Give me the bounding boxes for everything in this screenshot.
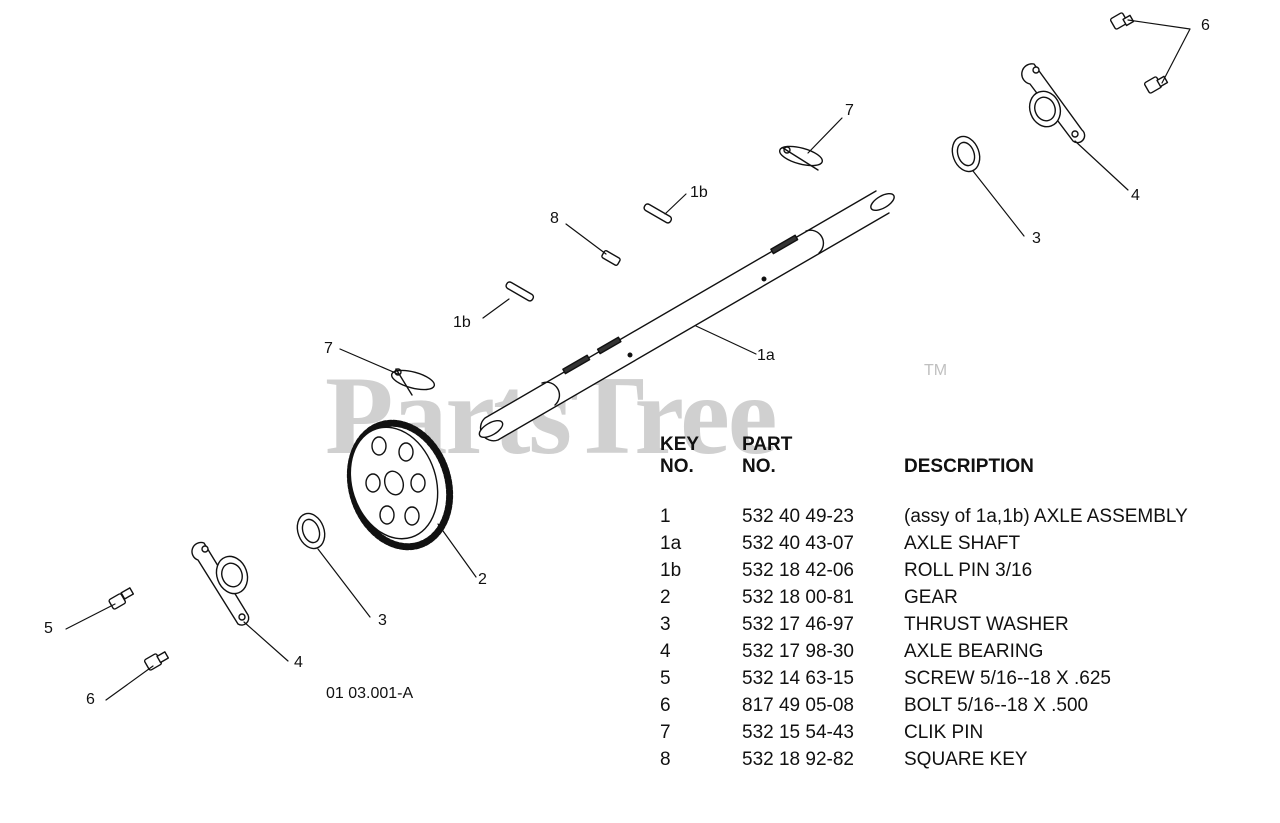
clik-pin-left: [390, 368, 436, 396]
clik-pin-top: [778, 145, 824, 171]
part-no-cell: 817 49 05-08: [742, 695, 854, 716]
part-no-cell: 532 40 49-23: [742, 506, 854, 527]
description-cell: BOLT 5/16--18 X .500: [904, 695, 1089, 716]
part-no-cell: 532 18 00-81: [742, 587, 854, 608]
part-no-cell: 532 18 92-82: [742, 749, 854, 770]
callout-6-bottom: 6: [86, 691, 95, 708]
part-no-cell: 532 17 46-97: [742, 614, 854, 635]
header-description: DESCRIPTION: [904, 456, 1034, 477]
table-row: 4 532 17 98-30 AXLE BEARING: [660, 638, 1260, 665]
callout-6-top: 6: [1201, 17, 1210, 34]
callout-7-left: 7: [324, 340, 333, 357]
square-key: [601, 250, 621, 266]
key-no-cell: 3: [660, 614, 671, 635]
callout-1a: 1a: [757, 347, 775, 364]
parts-table-rows: 1 532 40 49-23 (assy of 1a,1b) AXLE ASSEMB…: [660, 503, 1260, 773]
parts-table: KEY NO. PART NO. DESCRIPTION 1 532 40 49-…: [660, 432, 1260, 770]
key-no-cell: 1b: [660, 560, 682, 581]
axle-bearing-bottom: [191, 541, 250, 626]
key-no-cell: 7: [660, 722, 671, 743]
callout-4-bottom: 4: [294, 654, 303, 671]
key-no-cell: 5: [660, 668, 671, 689]
key-no-cell: 6: [660, 695, 671, 716]
key-no-cell: 8: [660, 749, 671, 770]
table-row: 8 532 18 92-82 SQUARE KEY: [660, 746, 1260, 773]
bolt-top-1: [1109, 12, 1135, 30]
callout-4-top: 4: [1131, 187, 1140, 204]
table-row: 7 532 15 54-43 CLIK PIN: [660, 719, 1260, 746]
axle-shaft: [478, 190, 895, 442]
leader-lines: [65, 19, 1191, 701]
key-no-cell: 1a: [660, 533, 682, 554]
callout-5: 5: [44, 620, 53, 637]
thrust-washer-bottom: [296, 512, 326, 550]
key-no-cell: 4: [660, 641, 671, 662]
diagram-code: 01 03.001-A: [326, 685, 414, 702]
thrust-washer-top: [951, 135, 981, 173]
gear: [346, 419, 454, 551]
part-no-cell: 532 15 54-43: [742, 722, 854, 743]
watermark-trademark: TM: [924, 362, 948, 379]
table-row: 2 532 18 00-81 GEAR: [660, 584, 1260, 611]
part-no-cell: 532 40 43-07: [742, 533, 854, 554]
table-row: 1a 532 40 43-07 AXLE SHAFT: [660, 530, 1260, 557]
callout-3-bottom: 3: [378, 612, 387, 629]
callout-1b-top: 1b: [690, 184, 708, 201]
table-row: 1b 532 18 42-06 ROLL PIN 3/16: [660, 557, 1260, 584]
table-row: 3 532 17 46-97 THRUST WASHER: [660, 611, 1260, 638]
description-cell: THRUST WASHER: [904, 614, 1069, 635]
table-row: 5 532 14 63-15 SCREW 5/16--18 X .625: [660, 665, 1260, 692]
axle-bearing-top: [1021, 63, 1086, 144]
part-no-cell: 532 14 63-15: [742, 668, 854, 689]
description-cell: GEAR: [904, 587, 958, 608]
description-cell: (assy of 1a,1b) AXLE ASSEMBLY: [904, 506, 1188, 527]
description-cell: AXLE SHAFT: [904, 533, 1021, 554]
screw-bottom: [108, 587, 135, 610]
description-cell: ROLL PIN 3/16: [904, 560, 1033, 581]
table-row: 1 532 40 49-23 (assy of 1a,1b) AXLE ASSEMB…: [660, 503, 1260, 530]
header-key-no: KEY NO.: [660, 434, 700, 477]
part-no-cell: 532 18 42-06: [742, 560, 854, 581]
description-cell: AXLE BEARING: [904, 641, 1044, 662]
header-part-no: PART NO.: [742, 434, 793, 477]
parts-table-header: KEY NO. PART NO. DESCRIPTION: [660, 432, 1260, 492]
roll-pin-left: [505, 281, 535, 302]
part-no-cell: 532 17 98-30: [742, 641, 854, 662]
description-cell: SCREW 5/16--18 X .625: [904, 668, 1111, 689]
callout-8: 8: [550, 210, 559, 227]
key-no-cell: 2: [660, 587, 671, 608]
callout-3-top: 3: [1032, 230, 1041, 247]
table-row: 6 817 49 05-08 BOLT 5/16--18 X .500: [660, 692, 1260, 719]
description-cell: CLIK PIN: [904, 722, 984, 743]
roll-pin-top: [643, 203, 673, 224]
key-no-cell: 1: [660, 506, 671, 527]
callout-1b-left: 1b: [453, 314, 471, 331]
callout-7-top: 7: [845, 102, 854, 119]
description-cell: SQUARE KEY: [904, 749, 1028, 770]
callout-2: 2: [478, 571, 487, 588]
bolt-bottom: [143, 651, 170, 671]
